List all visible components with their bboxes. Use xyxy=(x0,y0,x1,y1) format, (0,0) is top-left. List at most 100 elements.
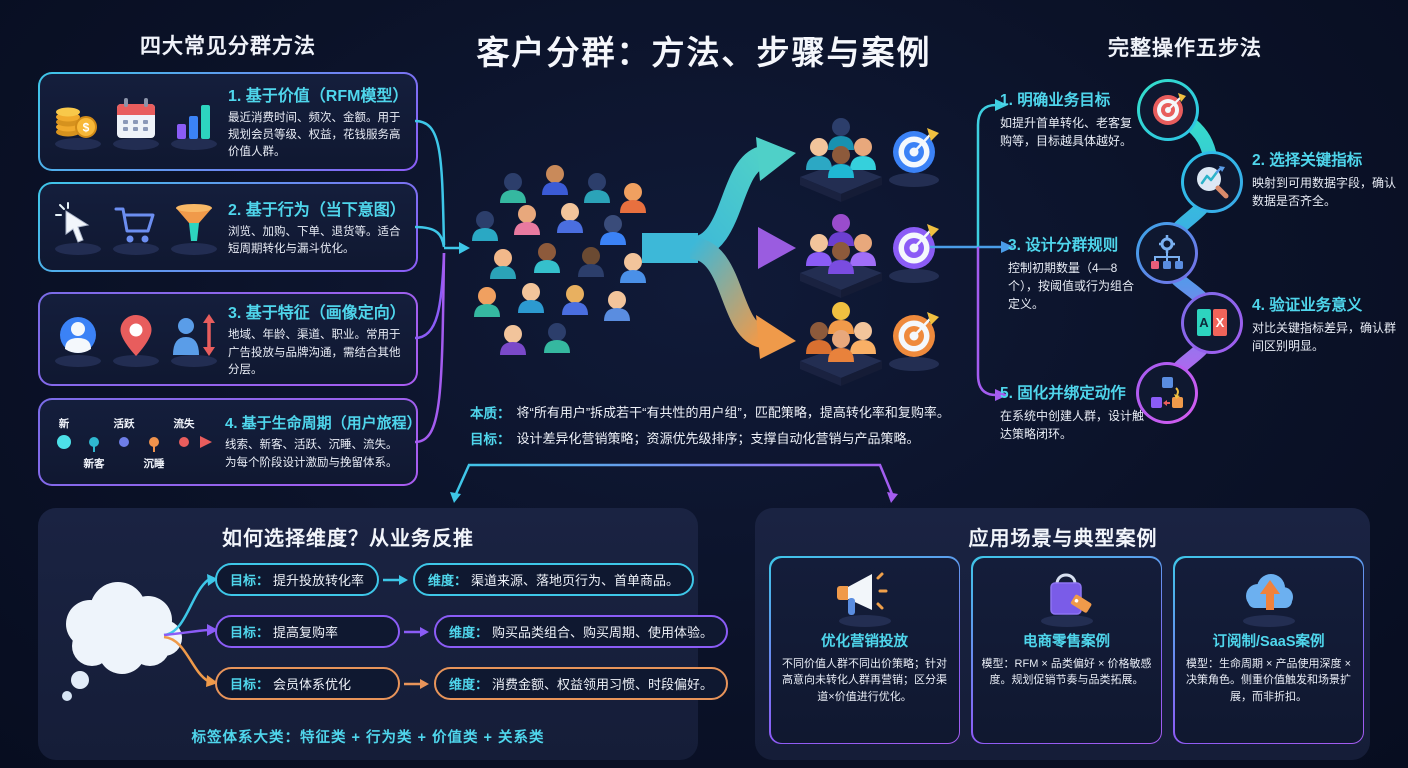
method-3-icons xyxy=(52,311,220,367)
step-2: 2. 选择关键指标 映射到可用数据字段，确认数据是否齐全。 xyxy=(1252,148,1408,210)
step-4: 4. 验证业务意义 对比关键指标差异，确认群间区别明显。 xyxy=(1252,293,1408,355)
target-badge-blue xyxy=(889,128,939,187)
method-2-title: 2. 基于行为（当下意图） xyxy=(228,201,406,219)
method-box-value: $ 1. 基于价值（RFM模型） 最近消费时间、频次 xyxy=(38,72,418,171)
goal-pill-3-text: 会员体系优化 xyxy=(273,677,352,692)
step-5-circle xyxy=(1136,362,1198,424)
target-badge-purple xyxy=(889,224,939,283)
step-3-title: 3. 设计分群规则 xyxy=(1008,237,1119,254)
goal-pill-2-label: 目标： xyxy=(230,625,270,640)
method-box-profile: 3. 基于特征（画像定向） 地域、年龄、渠道、职业。常用于广告投放与品牌沟通，需… xyxy=(38,292,418,386)
timeline-label-active: 活跃 xyxy=(113,418,135,430)
case-cards: 优化营销投放 不同价值人群不同出价策略；针对高意向未转化人群再营销；区分渠道×价… xyxy=(769,556,1364,744)
step-2-desc: 映射到可用数据字段，确认数据是否齐全。 xyxy=(1252,176,1397,208)
step-3-circle xyxy=(1136,222,1198,284)
dim-pill-3-label: 维度： xyxy=(449,677,489,692)
goal-pill-1-label: 目标： xyxy=(230,573,270,588)
case-card-2-desc: 模型：RFM × 品类偏好 × 价格敏感度。规划促销节奏与品类拓展。 xyxy=(981,657,1152,687)
step-5-desc: 在系统中创建人群，设计触达策略闭环。 xyxy=(1000,409,1145,441)
goal-pill-1-text: 提升投放转化率 xyxy=(273,573,365,588)
segment-group-teal xyxy=(800,118,882,202)
case-card-3-desc: 模型：生命周期 × 产品使用深度 × 决策角色。侧重价值触发和场景扩展，而非折扣… xyxy=(1185,657,1351,703)
bottom-right-title: 应用场景与典型案例 xyxy=(968,528,1158,550)
goal-pill-3-label: 目标： xyxy=(230,677,270,692)
target-badge-orange xyxy=(889,312,939,371)
goal-pill-2-text: 提高复购率 xyxy=(273,625,339,640)
dim-pill-1: 维度： 渠道来源、落地页行为、首单商品。 xyxy=(413,563,695,596)
method-1-desc: 最近消费时间、频次、金额。用于规划会员等级、权益，花钱服务高价值人群。 xyxy=(228,111,401,159)
lifecycle-timeline: 新 活跃 流失 新客 沉睡 xyxy=(52,410,217,474)
cloud-upload-icon xyxy=(1242,573,1295,627)
crowd-of-users xyxy=(472,165,646,355)
goal-text: 设计差异化营销策略；资源优先级排序；支撑自动化营销与产品策略。 xyxy=(516,431,920,446)
method-4-title: 4. 基于生命周期（用户旅程） xyxy=(225,415,422,433)
right-bracket-connector xyxy=(930,99,1014,401)
method-4-desc: 线索、新客、活跃、沉睡、流失。为每个阶段设计激励与挽留体系。 xyxy=(225,439,398,469)
essence-label: 本质： xyxy=(470,406,511,421)
goal-row: 目标： 设计差异化营销策略；资源优先级排序；支撑自动化营销与产品策略。 xyxy=(470,428,990,448)
step-5-title: 5. 固化并绑定动作 xyxy=(1000,385,1126,402)
step-1-desc: 如提升首单转化、老客复购等，目标越具体越好。 xyxy=(1000,116,1133,148)
location-pin-icon xyxy=(113,315,159,367)
step-2-title: 2. 选择关键指标 xyxy=(1252,152,1363,169)
dim-pill-3: 维度： 消费金额、权益领用习惯、时段偏好。 xyxy=(434,667,729,700)
ab-compare-icon: A X xyxy=(1197,309,1227,336)
svg-text:$: $ xyxy=(83,120,90,134)
coins-icon: $ xyxy=(55,107,101,150)
dim-pill-2: 维度： 购买品类组合、购买周期、使用体验。 xyxy=(434,615,729,648)
svg-text:X: X xyxy=(1216,315,1225,330)
dim-pill-1-text: 渠道来源、落地页行为、首单商品。 xyxy=(471,573,680,588)
step-4-title: 4. 验证业务意义 xyxy=(1252,297,1363,314)
case-card-ecommerce: 电商零售案例 模型：RFM × 品类偏好 × 价格敏感度。规划促销节奏与品类拓展… xyxy=(971,556,1162,744)
segmentation-branch-arrows xyxy=(642,137,796,359)
method-2-icons xyxy=(52,199,220,255)
bottom-left-title: 如何选择维度？从业务反推 xyxy=(222,528,474,550)
left-bracket-connector xyxy=(414,119,470,444)
segment-group-orange xyxy=(800,302,882,386)
case-card-1-title: 优化营销投放 xyxy=(821,633,908,650)
goal-pill-1: 目标： 提升投放转化率 xyxy=(215,563,380,596)
arrow-right-icon xyxy=(383,574,409,585)
right-section-title: 完整操作五步法 xyxy=(1108,37,1262,60)
use-cases-panel: 应用场景与典型案例 优化营销投放 不同价值人群不同出价策略；针对高意向未转化人群… xyxy=(755,508,1370,760)
goal-pill-3: 目标： 会员体系优化 xyxy=(215,667,400,700)
magnifier-chart-icon xyxy=(1197,166,1229,199)
target-icon xyxy=(1153,93,1186,125)
svg-text:A: A xyxy=(1199,315,1209,330)
tag-system-footer: 标签体系大类：特征类 + 行为类 + 价值类 + 关系类 xyxy=(191,730,545,746)
page-title: 客户分群：方法、步骤与案例 xyxy=(476,34,932,71)
dim-pill-2-text: 购买品类组合、购买周期、使用体验。 xyxy=(492,625,714,640)
thought-cloud-icon xyxy=(62,582,182,701)
workflow-icon xyxy=(1151,377,1183,408)
goal-pill-2: 目标： 提高复购率 xyxy=(215,615,400,648)
dim-pill-3-text: 消费金额、权益领用习惯、时段偏好。 xyxy=(492,677,714,692)
method-box-behavior: 2. 基于行为（当下意图） 浏览、加购、下单、退货等。适合短周期转化与漏斗优化。 xyxy=(38,182,418,272)
gear-hierarchy-icon xyxy=(1151,235,1183,269)
method-3-title: 3. 基于特征（画像定向） xyxy=(228,305,406,323)
mapping-row-1: 目标： 提升投放转化率 维度： 渠道来源、落地页行为、首单商品。 xyxy=(215,563,695,596)
method-box-lifecycle: 新 活跃 流失 新客 沉睡 4. 基于生命周期（用户旅程） 线索、新客、活跃、沉… xyxy=(38,398,422,486)
arrow-right-icon xyxy=(404,678,429,689)
user-icon xyxy=(55,317,101,367)
case-card-marketing: 优化营销投放 不同价值人群不同出价策略；针对高意向未转化人群再营销；区分渠道×价… xyxy=(769,556,960,744)
mapping-row-3: 目标： 会员体系优化 维度： 消费金额、权益领用习惯、时段偏好。 xyxy=(215,667,729,700)
step-4-desc: 对比关键指标差异，确认群间区别明显。 xyxy=(1252,321,1397,353)
calendar-icon xyxy=(113,97,159,150)
mapping-row-2: 目标： 提高复购率 维度： 购买品类组合、购买周期、使用体验。 xyxy=(215,615,729,648)
case-card-1-desc: 不同价值人群不同出价策略；针对高意向未转化人群再营销；区分渠道×价值进行优化。 xyxy=(782,657,947,703)
step-2-circle xyxy=(1181,151,1243,213)
timeline-label-churned: 流失 xyxy=(173,418,195,430)
shopping-bag-icon xyxy=(1040,573,1093,627)
method-3-desc: 地域、年龄、渠道、职业。常用于广告投放与品牌沟通，需结合其他分层。 xyxy=(228,329,401,376)
dim-pill-2-label: 维度： xyxy=(449,625,489,640)
essence-row: 本质： 将“所有用户”拆成若干“有共性的用户组”，匹配策略，提高转化率和复购率。 xyxy=(470,402,990,422)
goal-label: 目标： xyxy=(470,432,511,447)
step-1-circle xyxy=(1137,79,1199,141)
method-1-icons: $ xyxy=(52,94,220,150)
step-1: 1. 明确业务目标 如提升首单转化、老客复购等，目标越具体越好。 xyxy=(1000,88,1158,150)
step-3-desc: 控制初期数量（4—8 个），按阈值或行为组合定义。 xyxy=(1008,261,1135,311)
method-2-desc: 浏览、加购、下单、退货等。适合短周期转化与漏斗优化。 xyxy=(228,225,401,255)
step-4-circle: A X xyxy=(1181,292,1243,354)
cursor-icon xyxy=(55,202,101,255)
